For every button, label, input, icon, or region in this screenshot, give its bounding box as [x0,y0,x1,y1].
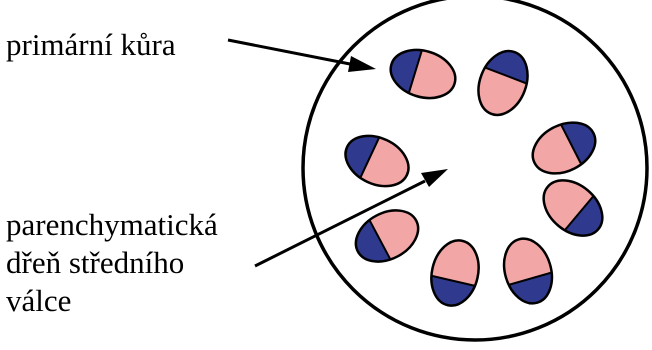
pith-label: parenchymatická dřeň středního válce [6,206,218,320]
vascular-bundle [531,168,614,248]
vascular-bundle [383,42,463,106]
pith-pointer-arrow [255,169,448,266]
cortex-label: primární kůra [6,26,176,64]
pith-label-line-1: parenchymatická [6,206,218,244]
vascular-bundle [425,234,486,313]
vascular-bundle [345,199,428,272]
vascular-bundle [336,125,419,196]
pith-label-line-2: dřeň středního [6,244,218,282]
vascular-bundle [496,231,560,311]
vascular-bundle [522,112,605,185]
vascular-bundles [336,42,615,313]
vascular-bundle [469,42,537,124]
pith-label-line-3: válce [6,282,218,320]
